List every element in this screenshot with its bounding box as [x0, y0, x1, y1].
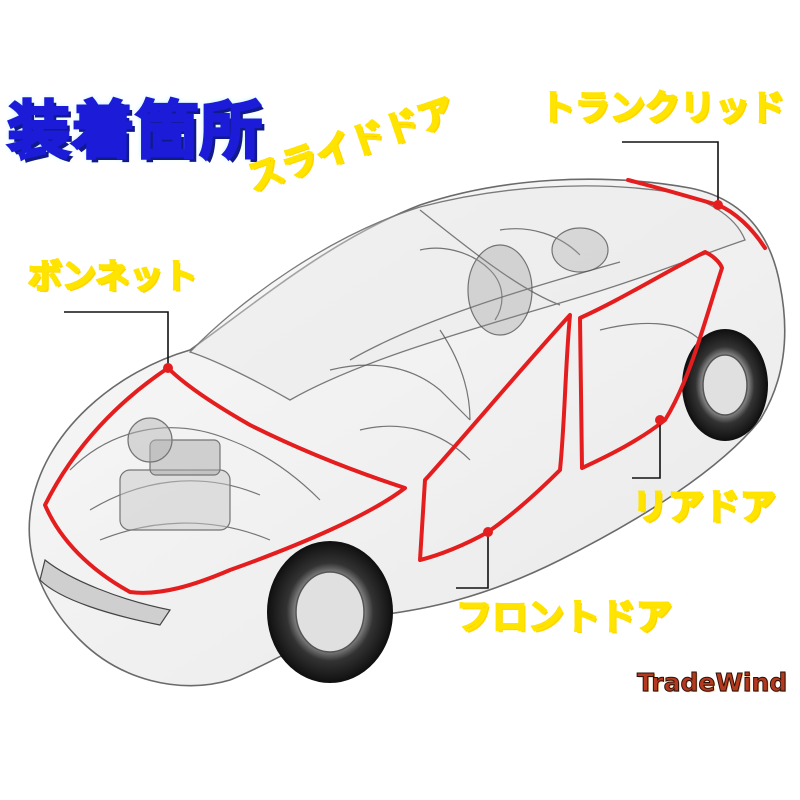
- label-rear-door: リアドア: [631, 487, 777, 528]
- brand-logo: TradeWind: [636, 668, 788, 698]
- callout-dots: [163, 200, 723, 537]
- label-bonnet: ボンネット: [27, 257, 198, 297]
- page-title: 装着箇所: [7, 94, 265, 167]
- rear-door-dot: [655, 415, 665, 425]
- interior-detail: [69, 227, 701, 541]
- front-wheel: [267, 541, 393, 683]
- bonnet-seal: [43, 366, 407, 595]
- bonnet-leader: [64, 311, 169, 368]
- rear-door-leader: [632, 420, 661, 479]
- label-trunk-lid: トランクリッド: [539, 89, 786, 129]
- rear-door-seal: [578, 250, 724, 470]
- bonnet-dot: [163, 363, 173, 373]
- front-door-seal: [418, 313, 572, 562]
- seal-lines: [43, 178, 767, 595]
- headlight: [39, 558, 171, 626]
- front-door-leader: [456, 532, 489, 589]
- label-front-door: フロントドア: [455, 597, 673, 638]
- trunk-dot: [713, 200, 723, 210]
- car-body: [28, 178, 786, 687]
- callout-leaders: [64, 141, 719, 589]
- trunk-leader: [622, 141, 719, 205]
- front-door-dot: [483, 527, 493, 537]
